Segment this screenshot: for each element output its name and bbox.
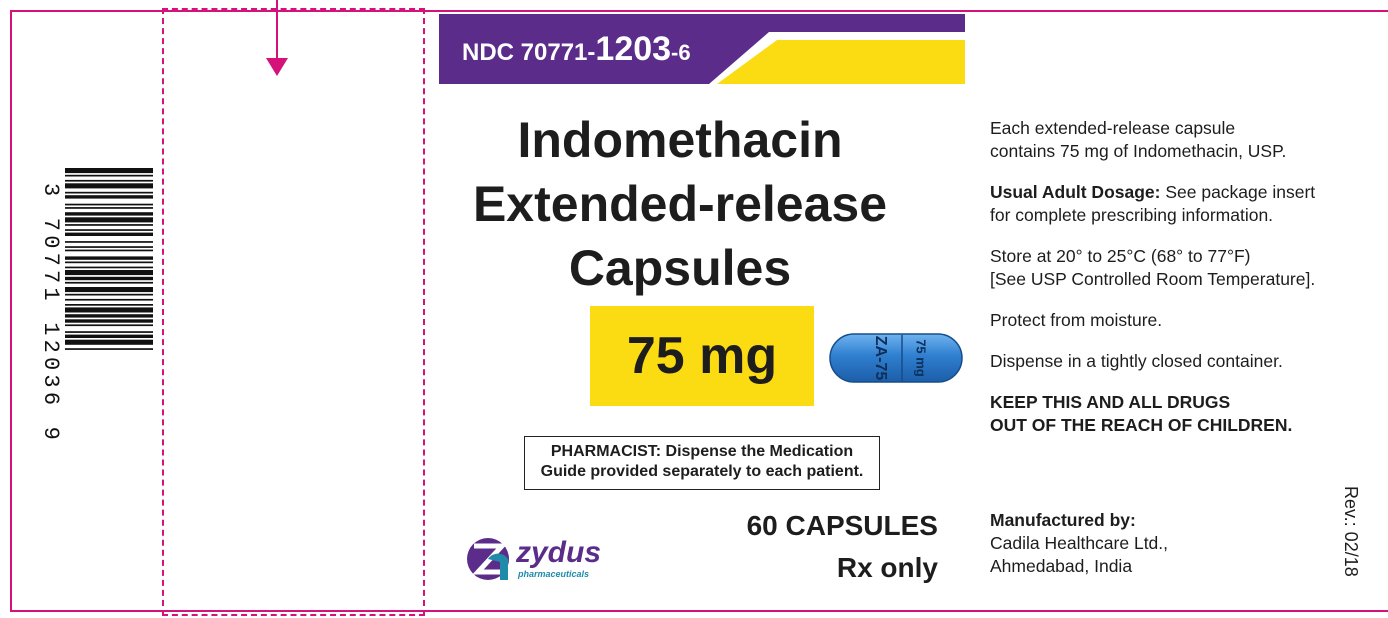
dosage-text: Usual Adult Dosage: See package insert f… (990, 182, 1316, 225)
title-line-1: Indomethacin (517, 112, 843, 168)
arrow-head-icon (266, 58, 288, 76)
capsule-image: ZA-75 75 mg (829, 333, 963, 383)
storage-text: Store at 20° to 25°C (68° to 77°F) [See … (990, 246, 1316, 289)
label-border (10, 10, 1388, 612)
child-warning: KEEP THIS AND ALL DRUGS OUT OF THE REACH… (990, 392, 1293, 435)
ndc-banner (439, 14, 965, 84)
ndc-product-code: 1203 (595, 30, 672, 68)
blank-panel-dashed (162, 8, 425, 616)
moisture-text: Protect from moisture. (990, 310, 1163, 330)
barcode-digits: 3 70771 12036 9 (38, 183, 63, 445)
dosage-label: Usual Adult Dosage: (990, 182, 1161, 202)
strength-badge: 75 mg (590, 306, 814, 406)
revision-code: Rev.: 02/18 (1341, 486, 1361, 577)
container-text: Dispense in a tightly closed container. (990, 351, 1283, 371)
manufacturer-label: Manufactured by: (990, 510, 1136, 530)
product-title: Indomethacin Extended-release Capsules (470, 108, 890, 300)
barcode (65, 168, 153, 350)
info-panel: Each extended-release capsule contains 7… (990, 117, 1360, 576)
capsule-count: 60 CAPSULES (746, 510, 938, 541)
ndc-package-code: -6 (671, 40, 691, 65)
pharmacist-note: PHARMACIST: Dispense the Medication Guid… (524, 436, 880, 490)
arrow-down-icon (276, 0, 278, 62)
logo-tagline: pharmaceuticals (517, 569, 589, 579)
title-line-3: Capsules (568, 240, 792, 296)
ndc-number: NDC 70771-1203-6 (462, 30, 691, 69)
pharmacist-note-line-2: Guide provided separately to each patien… (540, 463, 864, 480)
logo-name: zydus (515, 536, 601, 569)
composition-text: Each extended-release capsule contains 7… (990, 118, 1287, 161)
capsule-imprint-2: 75 mg (914, 339, 929, 377)
capsule-imprint-1: ZA-75 (872, 336, 889, 381)
title-line-2: Extended-release (472, 176, 888, 232)
rx-only: Rx only (836, 552, 938, 583)
pharmacist-note-line-1: PHARMACIST: Dispense the Medication (550, 443, 854, 460)
manufacturer-info: Manufactured by: Cadila Healthcare Ltd.,… (990, 510, 1169, 576)
ndc-prefix: NDC 70771- (462, 39, 596, 66)
zydus-logo: zydus pharmaceuticals (467, 536, 601, 580)
